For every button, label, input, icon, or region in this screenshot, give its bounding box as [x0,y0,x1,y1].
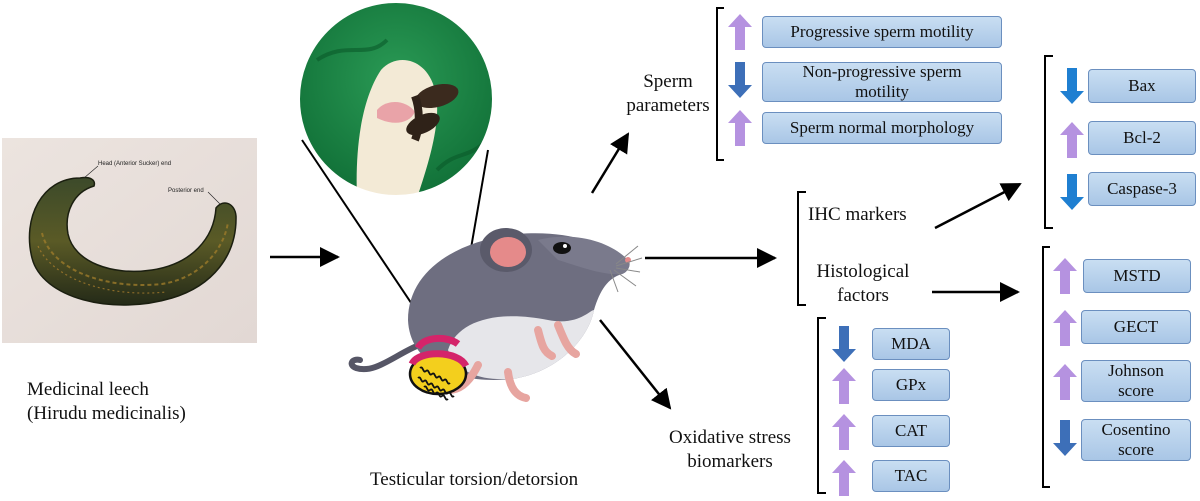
box-bcl2: Bcl-2 [1088,121,1196,155]
up-arrow-icon [1053,310,1077,346]
up-arrow-icon [832,414,856,450]
box-gect-label: GECT [1113,317,1159,336]
leech-photo: Head (Anterior Sucker) end Posterior end [2,138,257,343]
leech-head-label: Head (Anterior Sucker) end [98,161,172,167]
down-arrow-icon [1060,68,1084,104]
box-bax-label: Bax [1128,76,1156,95]
oxidative-label: Oxidative stress biomarkers [660,426,800,474]
box-cosentino-line2: score [1118,440,1154,459]
box-cosentino-line1: Cosentino [1101,420,1171,439]
box-johnson-score: Johnson score [1081,360,1191,402]
box-mstd: MSTD [1083,259,1191,293]
box-caspase3: Caspase-3 [1088,172,1196,206]
rat-illustration [338,200,648,410]
box-cosentino-score: Cosentino score [1081,419,1191,461]
up-arrow-icon [1053,364,1077,400]
box-johnson-line1: Johnson [1108,361,1164,380]
bracket-ihc [1044,55,1053,229]
box-progressive-motility: Progressive sperm motility [762,16,1002,48]
box-cat: CAT [872,415,950,447]
ihc-label: IHC markers [808,204,907,225]
leech-caption-line2: (Hirudu medicinalis) [27,403,186,424]
arrow-rat-to-sperm [590,132,630,194]
box-progressive-motility-label: Progressive sperm motility [790,22,974,41]
bracket-histology-left [797,191,806,306]
oxidative-label-line2: biomarkers [687,451,773,472]
box-bax: Bax [1088,69,1196,103]
box-tac: TAC [872,460,950,492]
box-gpx: GPx [872,369,950,401]
box-nonprogressive-line1: Non-progressive sperm [802,62,962,81]
box-cat-label: CAT [894,421,928,440]
up-arrow-icon [1060,122,1084,158]
box-mda-label: MDA [891,334,931,353]
model-caption: Testicular torsion/detorsion [370,469,579,490]
histo-label-line2: factors [837,285,889,306]
down-arrow-icon [1053,420,1077,456]
box-gect: GECT [1081,310,1191,344]
box-nonprogressive-line2: motility [855,82,909,101]
leech-posterior-label: Posterior end [168,188,204,194]
leech-caption: Medicinal leech (Hirudu medicinalis) [27,378,247,426]
up-arrow-icon [832,460,856,496]
box-johnson-line2: score [1118,381,1154,400]
sperm-label-line2: parameters [626,95,710,116]
zoom-photo-circle [297,0,495,198]
up-arrow-icon [728,110,752,146]
box-caspase3-label: Caspase-3 [1107,179,1177,198]
histo-label: Histological factors [808,260,918,308]
leech-caption-line1: Medicinal leech [27,379,149,400]
down-arrow-icon [728,62,752,98]
box-mda: MDA [872,328,950,360]
oxidative-label-line1: Oxidative stress [669,427,791,448]
arrow-rat-to-oxidative [599,319,672,410]
histo-label-line1: Histological [816,261,910,282]
box-mstd-label: MSTD [1113,266,1161,285]
down-arrow-icon [832,326,856,362]
arrow-ihc-to-markers [934,182,1022,230]
up-arrow-icon [832,368,856,404]
box-tac-label: TAC [894,466,928,485]
bracket-oxidative [817,317,826,494]
down-arrow-icon [1060,174,1084,210]
bracket-sperm [716,7,724,161]
up-arrow-icon [728,14,752,50]
sperm-label-line1: Sperm [643,71,693,92]
sperm-label: Sperm parameters [618,70,718,118]
box-normal-morphology-label: Sperm normal morphology [789,118,975,137]
box-nonprogressive-motility: Non-progressive sperm motility [762,62,1002,102]
box-normal-morphology: Sperm normal morphology [762,112,1002,144]
up-arrow-icon [1053,258,1077,294]
box-gpx-label: GPx [895,375,927,394]
bracket-histology-right [1042,246,1050,488]
box-bcl2-label: Bcl-2 [1123,128,1161,147]
